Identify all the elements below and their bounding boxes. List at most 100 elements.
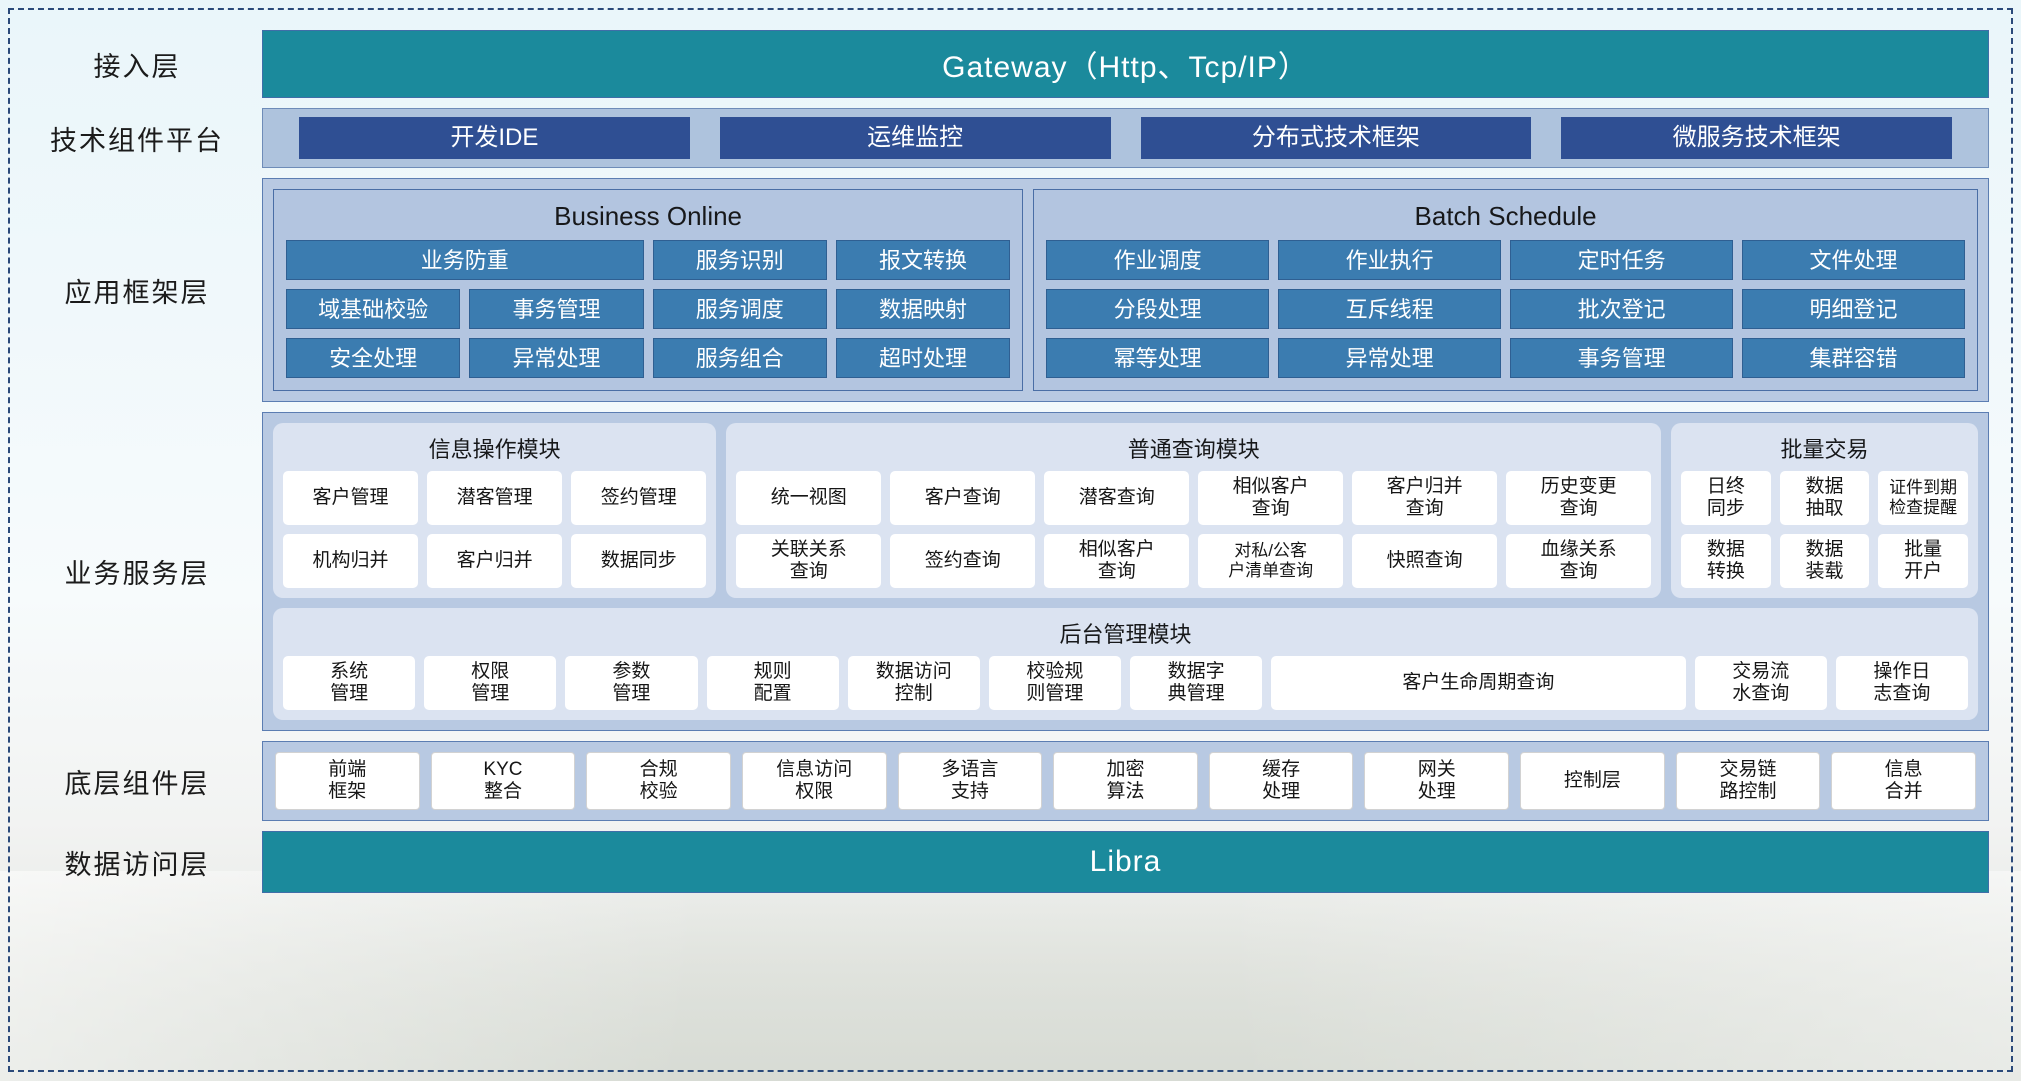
bc-cell[interactable]: 合规校验 <box>586 752 731 810</box>
bs-cell[interactable]: 日终同步 <box>1681 471 1771 525</box>
bs-cell[interactable]: 客户归并查询 <box>1352 471 1498 525</box>
group-info-operation: 信息操作模块 客户管理 潜客管理 签约管理 机构归并 客户归并 数据同步 <box>273 423 717 598</box>
layer-row-tech: 技术组件平台 开发IDE 运维监控 分布式技术框架 微服务技术框架 <box>12 108 1989 168</box>
bs-cell[interactable]: 数据访问控制 <box>847 656 980 710</box>
af-cell[interactable]: 分段处理 <box>1046 289 1270 329</box>
layer-row-bizservice: 业务服务层 信息操作模块 客户管理 潜客管理 签约管理 <box>12 412 1989 731</box>
bs-cell[interactable]: 相似客户查询 <box>1198 471 1344 525</box>
bs-cell[interactable]: 签约管理 <box>571 471 707 525</box>
bs-cell[interactable]: 签约查询 <box>890 534 1036 588</box>
bs-cell[interactable]: 批量开户 <box>1878 534 1968 588</box>
bc-cell[interactable]: 交易链路控制 <box>1675 752 1821 810</box>
af-cell[interactable]: 报文转换 <box>835 240 1011 280</box>
af-cell[interactable]: 业务防重 <box>286 240 644 280</box>
group-business-online: Business Online 业务防重 服务识别 报文转换 域基础校验 事务管… <box>273 189 1024 391</box>
layer-row-appframework: 应用框架层 Business Online 业务防重 服务识别 报文转换 域基础… <box>12 178 1989 402</box>
af-cell[interactable]: 事务管理 <box>1510 338 1734 378</box>
af-cell[interactable]: 明细登记 <box>1742 289 1965 329</box>
batch-schedule-row-1: 作业调度 作业执行 定时任务 文件处理 <box>1046 240 1965 280</box>
af-cell[interactable]: 定时任务 <box>1510 240 1734 280</box>
layer-label-basecomponent: 底层组件层 <box>64 768 210 799</box>
af-cell[interactable]: 超时处理 <box>835 338 1011 378</box>
bc-cell[interactable]: 控制层 <box>1520 752 1665 810</box>
bs-cell[interactable]: 相似客户查询 <box>1044 534 1190 588</box>
biz-service-top-groups: 信息操作模块 客户管理 潜客管理 签约管理 机构归并 客户归并 数据同步 <box>273 423 1978 598</box>
bc-cell[interactable]: 信息合并 <box>1831 752 1976 810</box>
af-cell[interactable]: 域基础校验 <box>286 289 461 329</box>
af-cell[interactable]: 互斥线程 <box>1278 289 1502 329</box>
bc-cell[interactable]: 缓存处理 <box>1208 752 1354 810</box>
bs-cell[interactable]: 校验规则管理 <box>988 656 1121 710</box>
bc-cell[interactable]: 加密算法 <box>1053 752 1198 810</box>
bs-cell[interactable]: 数据转换 <box>1681 534 1771 588</box>
info-operation-row-1: 客户管理 潜客管理 签约管理 <box>283 471 707 525</box>
layer-body-tech: 开发IDE 运维监控 分布式技术框架 微服务技术框架 <box>262 108 1989 168</box>
bs-cell[interactable]: 对私/公客户清单查询 <box>1198 534 1344 588</box>
bc-cell[interactable]: 网关处理 <box>1364 752 1510 810</box>
bs-cell[interactable]: 潜客管理 <box>427 471 563 525</box>
bs-cell[interactable]: 快照查询 <box>1352 534 1498 588</box>
bs-cell[interactable]: 关联关系查询 <box>736 534 882 588</box>
group-batch-schedule: Batch Schedule 作业调度 作业执行 定时任务 文件处理 分段处理 … <box>1033 189 1978 391</box>
af-cell[interactable]: 服务识别 <box>652 240 827 280</box>
bs-cell[interactable]: 权限管理 <box>424 656 557 710</box>
af-cell[interactable]: 服务调度 <box>652 289 827 329</box>
bs-cell[interactable]: 规则配置 <box>706 656 839 710</box>
backend-management-row: 系统管理 权限管理 参数管理 规则配置 数据访问控制 校验规则管理 数据字典管理… <box>283 656 1968 710</box>
af-cell[interactable]: 事务管理 <box>469 289 644 329</box>
af-cell[interactable]: 安全处理 <box>286 338 461 378</box>
bc-cell[interactable]: 多语言支持 <box>897 752 1043 810</box>
business-online-row-1: 业务防重 服务识别 报文转换 <box>286 240 1011 280</box>
bs-cell[interactable]: 证件到期检查提醒 <box>1878 471 1968 525</box>
af-cell[interactable]: 数据映射 <box>835 289 1011 329</box>
layer-row-access: 接入层 Gateway（Http、Tcp/IP） <box>12 30 1989 98</box>
bs-cell[interactable]: 数据抽取 <box>1779 471 1870 525</box>
tech-chip-microservice-framework[interactable]: 微服务技术框架 <box>1561 117 1952 159</box>
bs-cell[interactable]: 交易流水查询 <box>1694 656 1827 710</box>
libra-banner[interactable]: Libra <box>262 831 1989 893</box>
bs-cell[interactable]: 血缘关系查询 <box>1506 534 1652 588</box>
af-cell[interactable]: 集群容错 <box>1742 338 1965 378</box>
bc-cell[interactable]: 信息访问权限 <box>741 752 887 810</box>
bs-cell[interactable]: 操作日志查询 <box>1835 656 1968 710</box>
bs-cell[interactable]: 系统管理 <box>283 656 416 710</box>
af-cell[interactable]: 作业调度 <box>1046 240 1270 280</box>
group-batch-transaction: 批量交易 日终同步 数据抽取 证件到期检查提醒 数据转换 数据装载 批量开户 <box>1671 423 1978 598</box>
tech-chip-ops-monitor[interactable]: 运维监控 <box>719 117 1111 159</box>
bs-cell[interactable]: 数据装载 <box>1779 534 1870 588</box>
bs-cell[interactable]: 历史变更查询 <box>1506 471 1652 525</box>
batch-schedule-row-2: 分段处理 互斥线程 批次登记 明细登记 <box>1046 289 1965 329</box>
af-cell[interactable]: 服务组合 <box>652 338 827 378</box>
bs-cell[interactable]: 客户管理 <box>283 471 419 525</box>
batch-schedule-row-3: 幂等处理 异常处理 事务管理 集群容错 <box>1046 338 1965 378</box>
batch-transaction-row-2: 数据转换 数据装载 批量开户 <box>1681 534 1968 588</box>
layer-row-dataaccess: 数据访问层 Libra <box>12 831 1989 893</box>
af-cell[interactable]: 异常处理 <box>1278 338 1502 378</box>
af-cell[interactable]: 异常处理 <box>469 338 644 378</box>
gateway-banner[interactable]: Gateway（Http、Tcp/IP） <box>262 30 1989 98</box>
business-online-row-2: 域基础校验 事务管理 服务调度 数据映射 <box>286 289 1011 329</box>
bs-cell[interactable]: 数据字典管理 <box>1130 656 1263 710</box>
tech-chip-distributed-framework[interactable]: 分布式技术框架 <box>1140 117 1532 159</box>
bs-cell[interactable]: 客户生命周期查询 <box>1271 656 1686 710</box>
af-cell[interactable]: 文件处理 <box>1742 240 1965 280</box>
bs-cell[interactable]: 客户归并 <box>427 534 563 588</box>
spacer <box>12 731 1989 741</box>
bs-cell[interactable]: 客户查询 <box>890 471 1036 525</box>
bs-cell[interactable]: 机构归并 <box>283 534 419 588</box>
layer-label-appframework: 应用框架层 <box>64 277 210 308</box>
bc-cell[interactable]: 前端框架 <box>275 752 420 810</box>
bs-cell[interactable]: 潜客查询 <box>1044 471 1190 525</box>
af-cell[interactable]: 作业执行 <box>1278 240 1502 280</box>
business-online-row-3: 安全处理 异常处理 服务组合 超时处理 <box>286 338 1011 378</box>
bs-cell[interactable]: 参数管理 <box>565 656 698 710</box>
af-cell[interactable]: 批次登记 <box>1510 289 1734 329</box>
bs-cell[interactable]: 数据同步 <box>571 534 707 588</box>
tech-chip-ide[interactable]: 开发IDE <box>299 117 690 159</box>
af-cell[interactable]: 幂等处理 <box>1046 338 1270 378</box>
bs-cell[interactable]: 统一视图 <box>736 471 882 525</box>
